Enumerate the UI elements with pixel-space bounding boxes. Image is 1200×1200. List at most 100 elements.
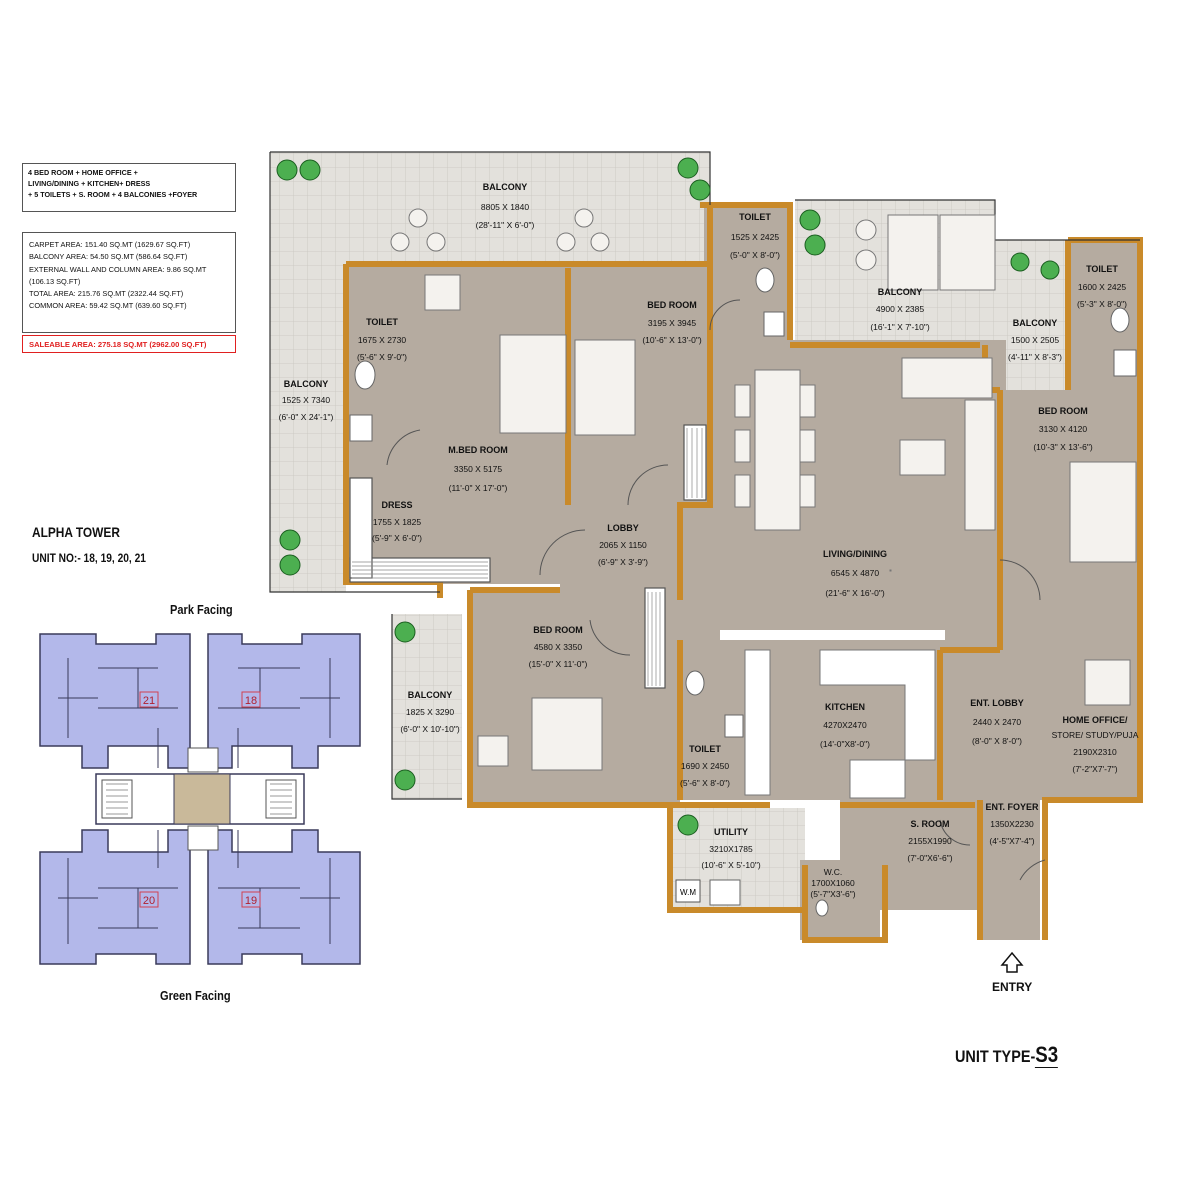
room-dim: 1755 X 1825 bbox=[373, 517, 421, 527]
tower-name: ALPHA TOWER bbox=[32, 524, 120, 540]
room-name: BALCONY bbox=[284, 379, 329, 389]
room-labels: BALCONY 8805 X 1840 (28'-11" X 6'-0") TO… bbox=[279, 182, 1139, 899]
park-facing-label: Park Facing bbox=[170, 602, 233, 617]
room-dim-ft: (4'-11" X 8'-3") bbox=[1008, 352, 1062, 362]
room-dim: 2440 X 2470 bbox=[973, 717, 1021, 727]
room-name: BALCONY bbox=[878, 287, 923, 297]
balcony-area: BALCONY AREA: 54.50 SQ.MT (586.64 SQ.FT) bbox=[29, 252, 188, 262]
room-dim: 1690 X 2450 bbox=[681, 761, 729, 771]
room-dim-ft: (7'-0"X6'-6") bbox=[907, 853, 952, 863]
room-dim: 1525 X 7340 bbox=[282, 395, 330, 405]
balcony-chairs bbox=[390, 208, 877, 271]
room-name: BED ROOM bbox=[533, 625, 583, 635]
room-dim-ft: (10'-3" X 13'-6") bbox=[1033, 442, 1093, 452]
unit-21-label: 21 bbox=[143, 695, 155, 707]
walls bbox=[343, 202, 1143, 943]
room-dim-ft: (8'-0" X 8'-0") bbox=[972, 736, 1022, 746]
beds bbox=[499, 334, 1137, 771]
room-name: LIVING/DINING bbox=[823, 549, 887, 559]
room-dim-ft: (5'-0" X 8'-0") bbox=[730, 250, 780, 260]
green-facing-label: Green Facing bbox=[160, 988, 231, 1003]
room-name: BALCONY bbox=[1013, 318, 1058, 328]
room-name: KITCHEN bbox=[825, 702, 865, 712]
toilet-fixtures bbox=[349, 267, 1137, 917]
room-dim: 4900 X 2385 bbox=[876, 304, 924, 314]
total-area: TOTAL AREA: 215.76 SQ.MT (2322.44 SQ.FT) bbox=[29, 289, 184, 299]
room-name: BED ROOM bbox=[1038, 406, 1088, 416]
room-dim-ft: (21'-6" X 16'-0") bbox=[825, 588, 885, 598]
trees bbox=[276, 157, 1060, 836]
unit-configuration-box: 4 BED ROOM + HOME OFFICE + LIVING/DINING… bbox=[22, 163, 236, 212]
unit-19-label: 19 bbox=[245, 895, 257, 907]
room-dim: 2065 X 1150 bbox=[599, 540, 647, 550]
unit-type-code: S3 bbox=[1035, 1042, 1059, 1068]
room-dim-ft: (10'-6" X 13'-0") bbox=[642, 335, 702, 345]
external-wall-area: EXTERNAL WALL AND COLUMN AREA: 9.86 SQ.M… bbox=[29, 264, 207, 286]
room-name: HOME OFFICE/ bbox=[1063, 715, 1128, 725]
room-dim-ft: (5'-9" X 6'-0") bbox=[372, 533, 422, 543]
interior-floor bbox=[346, 205, 1140, 940]
room-dim: 3350 X 5175 bbox=[454, 464, 502, 474]
room-dim: 3130 X 4120 bbox=[1039, 424, 1087, 434]
room-dim: 1500 X 2505 bbox=[1011, 335, 1059, 345]
room-name: W.C. bbox=[824, 867, 842, 877]
room-name: LOBBY bbox=[607, 523, 639, 533]
config-line: + 5 TOILETS + S. ROOM + 4 BALCONIES +FOY… bbox=[28, 190, 198, 199]
room-dim: 6545 X 4870 bbox=[831, 568, 879, 578]
room-dim: STORE/ STUDY/PUJA bbox=[1052, 730, 1139, 740]
room-dim-ft: (4'-5"X7'-4") bbox=[989, 836, 1034, 846]
tower-unit-numbers: UNIT NO:- 18, 19, 20, 21 bbox=[32, 551, 146, 565]
window-hatch bbox=[352, 428, 703, 686]
room-dim-ft: (16'-1" X 7'-10") bbox=[870, 322, 930, 332]
unit-18-label: 18 bbox=[245, 695, 257, 707]
room-name: DRESS bbox=[381, 500, 412, 510]
room-dim: 1675 X 2730 bbox=[358, 335, 406, 345]
wm-label: W.M bbox=[680, 888, 696, 897]
room-dim-ft: (10'-6" X 5'-10") bbox=[701, 860, 761, 870]
room-dim: 3210X1785 bbox=[709, 844, 753, 854]
room-dim: 1600 X 2425 bbox=[1078, 282, 1126, 292]
room-dim-ft: (7'-2"X7'-7") bbox=[1072, 764, 1117, 774]
room-dim-ft: (15'-0" X 11'-0") bbox=[529, 659, 588, 669]
room-dim-ft: (6'-0" X 24'-1") bbox=[279, 412, 334, 422]
room-dim-ft: (5'-3" X 8'-0") bbox=[1077, 299, 1127, 309]
config-line: 4 BED ROOM + HOME OFFICE + bbox=[28, 168, 138, 177]
room-dim-ft: (6'-9" X 3'-9") bbox=[598, 557, 648, 567]
area-statement-box: CARPET AREA: 151.40 SQ.MT (1629.67 SQ.FT… bbox=[22, 232, 236, 333]
room-name: TOILET bbox=[1086, 264, 1118, 274]
room-dim-ft: (5'-6" X 9'-0") bbox=[357, 352, 407, 362]
room-name: UTILITY bbox=[714, 827, 748, 837]
room-name: S. ROOM bbox=[910, 819, 949, 829]
room-dim: 2190X2310 bbox=[1073, 747, 1117, 757]
kitchen-counters bbox=[744, 649, 936, 799]
saleable-area: SALEABLE AREA: 275.18 SQ.MT (2962.00 SQ.… bbox=[22, 335, 236, 353]
unit-type-prefix: UNIT TYPE- bbox=[955, 1047, 1036, 1066]
room-dim-ft: (5'-7"X3'-6") bbox=[810, 889, 855, 899]
room-name: BED ROOM bbox=[647, 300, 697, 310]
room-dim-ft: (28'-11" X 6'-0") bbox=[476, 220, 535, 230]
carpet-area: CARPET AREA: 151.40 SQ.MT (1629.67 SQ.FT… bbox=[29, 240, 191, 249]
unit-20-label: 20 bbox=[143, 895, 155, 907]
room-dim: 1700X1060 bbox=[811, 878, 855, 888]
room-dim: 1350X2230 bbox=[990, 819, 1034, 829]
room-dim-ft: (14'-0"X8'-0") bbox=[820, 739, 870, 749]
room-dim: 1525 X 2425 bbox=[731, 232, 779, 242]
room-name: TOILET bbox=[366, 317, 398, 327]
room-dim-ft: (5'-6" X 8'-0") bbox=[680, 778, 730, 788]
room-name: TOILET bbox=[689, 744, 721, 754]
room-name: BALCONY bbox=[483, 182, 528, 192]
common-area: COMMON AREA: 59.42 SQ.MT (639.60 SQ.FT) bbox=[29, 301, 187, 311]
room-name: ENT. FOYER bbox=[985, 802, 1039, 812]
room-dim-ft: (11'-0" X 17'-0") bbox=[449, 483, 508, 493]
room-dim: 4270X2470 bbox=[823, 720, 867, 730]
room-name: TOILET bbox=[739, 212, 771, 222]
entry-arrow-icon bbox=[1000, 951, 1024, 973]
unit-type-label: UNIT TYPE-S3 bbox=[955, 1042, 1059, 1068]
config-line: LIVING/DINING + KITCHEN+ DRESS bbox=[28, 179, 151, 188]
room-dim: 4580 X 3350 bbox=[534, 642, 582, 652]
furniture bbox=[424, 214, 1131, 767]
room-dim: 2155X1990 bbox=[908, 836, 952, 846]
balconies bbox=[270, 152, 1140, 908]
doors bbox=[386, 299, 1046, 881]
